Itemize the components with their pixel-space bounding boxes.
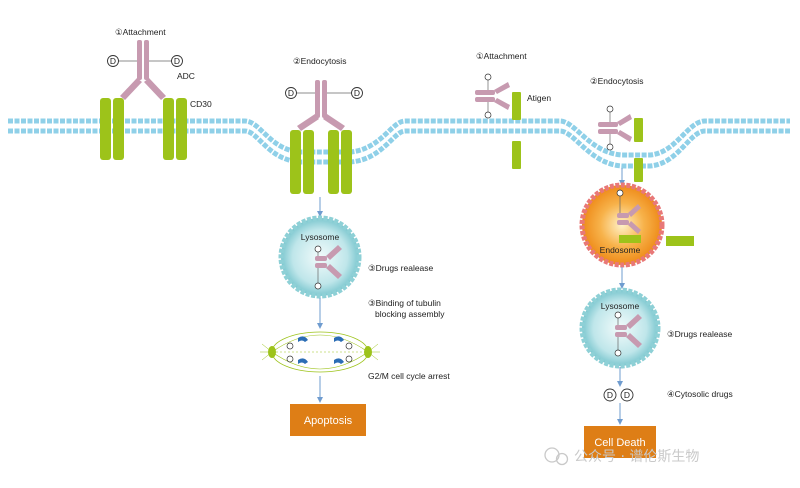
label-antigen: Atigen	[527, 93, 551, 103]
drug-payload-icon	[345, 342, 353, 350]
label-cytosolic-drugs: ④Cytosolic drugs	[667, 389, 733, 399]
drug-payload-icon	[484, 111, 492, 119]
adc-antibody-bound-right	[475, 82, 510, 110]
label-binding-tubulin: ③Binding of tubulin	[368, 298, 441, 308]
label-blocking-assembly: blocking assembly	[375, 309, 445, 319]
drug-payload-icon	[314, 282, 322, 290]
label-lysosome-left: Lysosome	[301, 232, 340, 242]
antigen-recycled	[666, 236, 694, 246]
drug-payload-icon	[616, 189, 624, 197]
drug-payload-icon	[286, 355, 294, 363]
mitotic-spindle	[260, 331, 380, 373]
label-cd30: CD30	[190, 99, 212, 109]
svg-text:D: D	[174, 56, 180, 66]
membrane-outer-leaflet	[8, 118, 790, 158]
label-attachment-left: ①Attachment	[115, 27, 166, 37]
membrane-inner-leaflet	[8, 128, 790, 169]
label-attachment-right: ①Attachment	[476, 51, 527, 61]
label-endocytosis-left: ②Endocytosis	[293, 56, 346, 66]
adc-antibody-endocytosing	[598, 114, 632, 142]
label-drugs-release-right: ③Drugs realease	[667, 329, 733, 339]
cell-membrane	[8, 118, 790, 169]
lysosome-left: Lysosome	[278, 215, 362, 299]
label-cycle-arrest: G2/M cell cycle arrest	[368, 371, 450, 381]
drug-payload-icon	[345, 355, 353, 363]
endosome: Endosome	[579, 182, 665, 268]
adc-antibody-attached	[120, 40, 166, 100]
label-drugs-release-left: ③Drugs realease	[368, 263, 434, 273]
svg-text:公众号 · 谱伦斯生物: 公众号 · 谱伦斯生物	[574, 449, 699, 465]
watermark: 公众号 · 谱伦斯生物	[544, 447, 699, 466]
svg-text:D: D	[110, 56, 116, 66]
lysosome-right: Lysosome	[579, 287, 661, 369]
cd30-receptor-left	[100, 98, 187, 160]
drug-payload-icon: D	[620, 388, 634, 402]
drug-payload-icon: D	[285, 87, 297, 99]
drug-payload-icon	[606, 143, 614, 151]
drug-payload-icon: D	[107, 55, 119, 67]
svg-text:Apoptosis: Apoptosis	[304, 415, 353, 427]
label-lysosome-right: Lysosome	[601, 301, 640, 311]
drug-payload-icon	[286, 342, 294, 350]
drug-payload-icon: D	[351, 87, 363, 99]
apoptosis-box: Apoptosis	[290, 404, 366, 436]
cd30-receptor-endocytosed	[290, 130, 352, 194]
svg-text:D: D	[288, 88, 294, 98]
cell-death-box: Cell Death	[584, 426, 656, 458]
label-endocytosis-right: ②Endocytosis	[590, 76, 643, 86]
drug-payload-icon: D	[603, 388, 617, 402]
svg-text:D: D	[607, 390, 613, 400]
svg-text:D: D	[354, 88, 360, 98]
antigen-receptor	[512, 92, 521, 169]
drug-payload-icon	[484, 73, 492, 81]
label-adc: ADC	[177, 71, 195, 81]
drug-payload-icon	[606, 105, 614, 113]
adc-antibody-endocytosed	[297, 80, 345, 131]
svg-text:D: D	[624, 390, 630, 400]
drug-payload-icon: D	[171, 55, 183, 67]
drug-payload-icon	[614, 349, 622, 357]
drug-payload-icon	[314, 245, 322, 253]
drug-payload-icon	[614, 311, 622, 319]
svg-text:Cell Death: Cell Death	[594, 437, 645, 449]
antigen-receptor-endocytosed	[634, 118, 643, 182]
label-endosome: Endosome	[600, 245, 641, 255]
